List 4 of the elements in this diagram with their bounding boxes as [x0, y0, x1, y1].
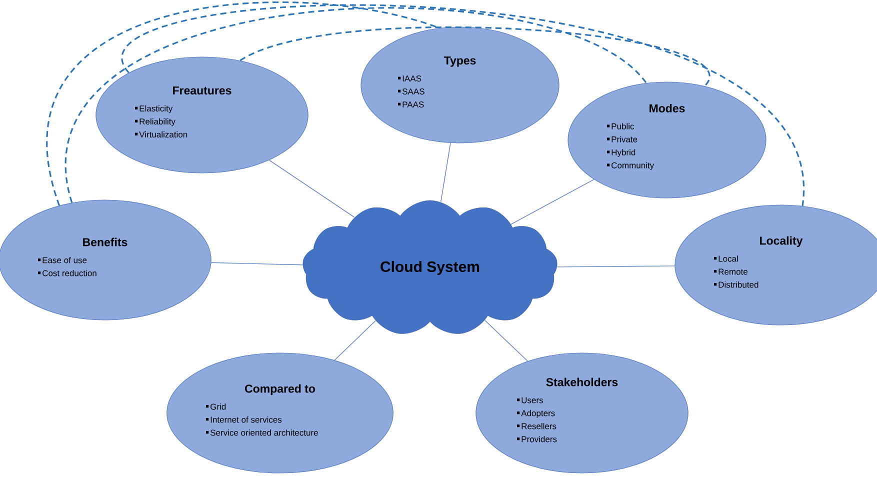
- connector-line: [556, 266, 675, 268]
- connector-line: [484, 320, 528, 362]
- connector-line: [210, 262, 303, 266]
- connector-line: [334, 320, 376, 361]
